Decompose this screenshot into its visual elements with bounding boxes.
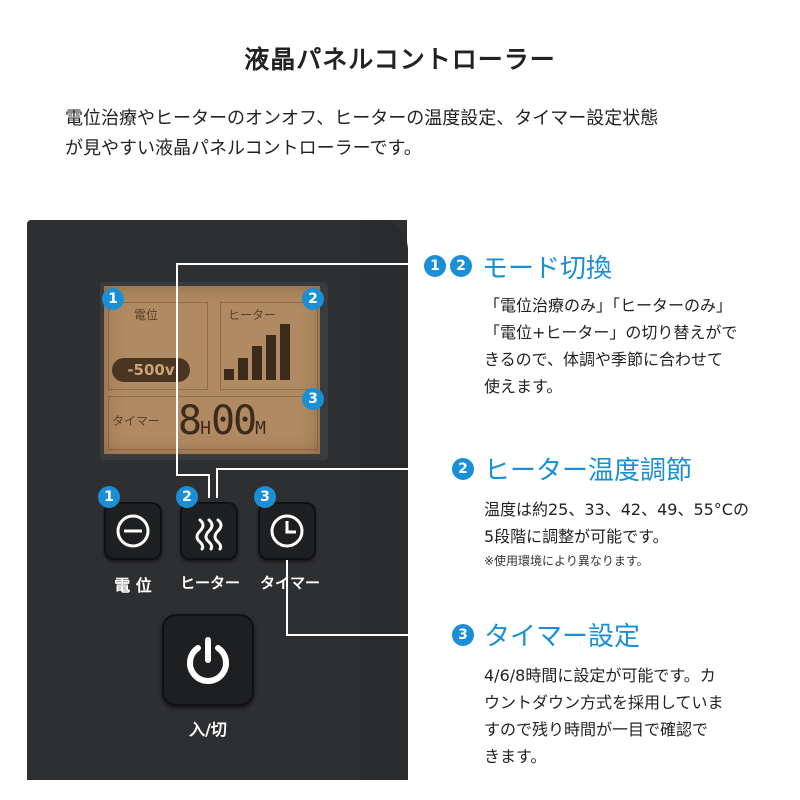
callout-line-mode-drop (208, 474, 210, 498)
lcd-timer-readout: 8H00M (178, 398, 266, 444)
power-button-label: 入/切 (189, 720, 227, 739)
button-badge-3: 3 (254, 486, 276, 508)
clock-icon (270, 514, 304, 548)
section-mode-line: 「電位+ヒーター」の切り替えがで (484, 323, 738, 342)
section-timer-text: 4/6/8時間に設定が可能です。カ ウントダウン方式を採用していま すので残り時… (484, 662, 724, 770)
section-heater-badge-2: 2 (452, 458, 474, 480)
section-timer-badge-3: 3 (452, 624, 474, 646)
lcd-label-timer: タイマー (112, 414, 161, 428)
callout-line-heater-drop (216, 470, 218, 498)
section-heater-line: 温度は約25、33、42、49、55°Cの (484, 500, 749, 519)
lcd-label-heater: ヒーター (228, 308, 277, 322)
section-mode-line: 「電位治療のみ」「ヒーターのみ」 (484, 296, 733, 315)
section-mode-line: きるので、体調や季節に合わせて (484, 350, 724, 369)
heater-button[interactable] (180, 502, 238, 560)
lcd-heater-box (220, 302, 318, 390)
potential-button[interactable] (104, 502, 162, 560)
controller-body-edge (360, 220, 408, 780)
page-title: 液晶パネルコントローラー (244, 45, 556, 74)
lcd-potential-box (108, 302, 208, 390)
heater-level-bar (280, 324, 290, 380)
heater-level-bar (252, 346, 262, 380)
section-timer-line: すので残り時間が一目で確認で (484, 720, 709, 739)
power-icon (187, 637, 229, 684)
section-mode-badge-1: 1 (424, 255, 446, 277)
potential-button-label: 電 位 (114, 576, 152, 595)
heater-level-bar (266, 335, 276, 380)
button-badge-2: 2 (176, 486, 198, 508)
timer-button-label: タイマー (259, 574, 320, 592)
section-timer-line: ウントダウン方式を採用していま (484, 693, 724, 712)
intro-line-2: が見やすい液晶パネルコントローラーです。 (65, 138, 422, 159)
callout-line-mode-horizontal (176, 263, 414, 265)
lcd-badge-2: 2 (302, 288, 324, 310)
section-heater-line: 5段階に調整が可能です。 (484, 527, 669, 546)
lcd-badge-3: 3 (302, 388, 324, 410)
lcd-timer-hours: 8 (178, 398, 202, 444)
section-heater-text: 温度は約25、33、42、49、55°Cの 5段階に調整が可能です。 ※使用環境… (484, 496, 749, 572)
lcd-label-potential: 電位 (134, 308, 159, 322)
lcd-timer-minutes: 00 (210, 398, 257, 444)
button-badge-1: 1 (98, 486, 120, 508)
callout-line-timer-horizontal (286, 634, 442, 636)
timer-button[interactable] (258, 502, 316, 560)
callout-line-timer-vertical (286, 560, 288, 636)
lcd-badge-1: 1 (102, 288, 124, 310)
lcd-timer-box (108, 396, 318, 450)
minus-circle-icon (116, 514, 150, 548)
section-mode-text: 「電位治療のみ」「ヒーターのみ」 「電位+ヒーター」の切り替えがで きるので、体… (484, 292, 737, 400)
intro-line-1: 電位治療やヒーターのオンオフ、ヒーターの温度設定、タイマー設定状態 (65, 108, 659, 129)
heater-button-label: ヒーター (179, 574, 240, 592)
section-timer-line: 4/6/8時間に設定が可能です。カ (484, 666, 716, 685)
heater-level-bar (224, 369, 234, 380)
power-button[interactable] (162, 614, 254, 706)
section-heater-title: ヒーター温度調節 (484, 456, 693, 486)
callout-line-mode-elbow (176, 474, 210, 476)
section-mode-title: モード切換 (482, 254, 613, 284)
intro-text: 電位治療やヒーターのオンオフ、ヒーターの温度設定、タイマー設定状態 が見やすい液… (65, 104, 755, 164)
lcd-voltage-readout: -500v (112, 358, 190, 382)
section-mode-badge-2: 2 (450, 255, 472, 277)
section-mode-line: 使えます。 (484, 377, 563, 396)
section-timer-line: きます。 (484, 747, 547, 766)
callout-line-mode-vertical (176, 264, 178, 476)
heat-waves-icon (195, 518, 223, 551)
section-timer-title: タイマー設定 (484, 622, 641, 652)
callout-line-heater-horizontal (216, 468, 444, 470)
section-heater-note: ※使用環境により異なります。 (484, 554, 649, 568)
lcd-timer-hour-unit: H (200, 418, 211, 439)
lcd-timer-minute-unit: M (255, 418, 266, 439)
heater-level-bar (238, 358, 248, 380)
